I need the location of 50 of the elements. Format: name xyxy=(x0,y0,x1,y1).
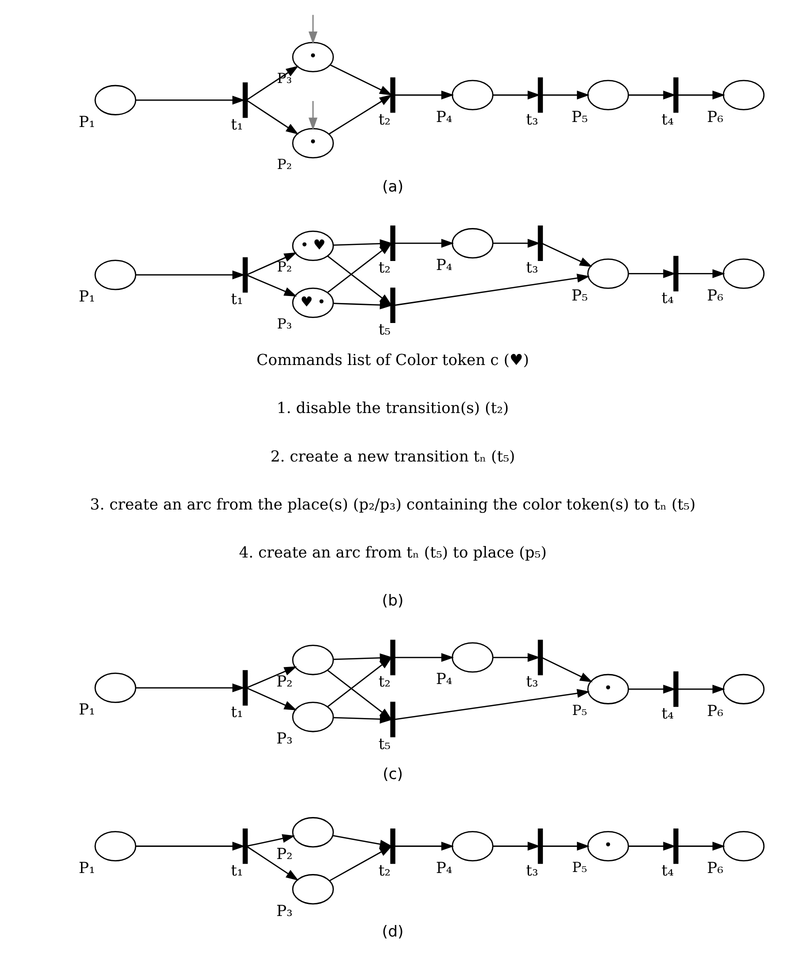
node-label: P₅ xyxy=(572,702,587,719)
node-label: P₁ xyxy=(78,700,95,719)
label: 3. create an arc from the place(s) (p₂/p₃) containing the color token(s) to tₙ (t₅) xyxy=(90,495,696,514)
label: (c) xyxy=(382,765,402,784)
node-label: t₁ xyxy=(230,290,243,308)
node-label: P₆ xyxy=(706,108,723,126)
node-label: t₄ xyxy=(661,110,674,128)
node-label: P₁ xyxy=(78,288,95,306)
node-label: P₂ xyxy=(276,156,292,173)
node-label: t₅ xyxy=(378,320,390,339)
label: (b) xyxy=(382,592,404,610)
node-label: t₁ xyxy=(230,703,243,722)
label: (d) xyxy=(382,922,404,940)
label: 1. disable the transition(s) (t₂) xyxy=(276,399,508,418)
node-label: P₄ xyxy=(435,108,452,126)
label: 4. create an arc from tₙ (t₅) to place (p₅) xyxy=(238,544,546,562)
node-label: t₂ xyxy=(378,672,390,691)
node-label: P₆ xyxy=(706,702,723,720)
node-label: t₃ xyxy=(526,258,538,277)
node-label: t₅ xyxy=(378,734,390,753)
node-label: t₂ xyxy=(378,110,390,128)
node-label: P₄ xyxy=(435,858,452,877)
node-label: t₃ xyxy=(526,672,538,691)
node-label: t₁ xyxy=(230,115,243,134)
node-label: P₄ xyxy=(435,670,452,688)
node-label: t₃ xyxy=(526,861,538,880)
node-label: P₂ xyxy=(276,844,292,863)
node-label: P₃ xyxy=(276,902,292,920)
label: Commands list of Color token c (♥) xyxy=(256,350,529,369)
node-label: t₂ xyxy=(378,861,390,880)
node-label: P₃ xyxy=(276,316,292,333)
node-label: P₆ xyxy=(706,858,723,877)
node-label: t₁ xyxy=(230,861,243,880)
node-label: P₅ xyxy=(570,108,588,126)
node-label: P₁ xyxy=(78,858,95,877)
node-label: P₂ xyxy=(276,260,292,276)
node-label: P₂ xyxy=(276,672,292,691)
node-label: P₁ xyxy=(78,112,95,131)
node-label: t₄ xyxy=(661,704,674,722)
node-label: P₅ xyxy=(572,860,587,876)
label: (a) xyxy=(382,177,403,196)
node-label: t₃ xyxy=(526,110,538,128)
node-label: P₃ xyxy=(276,730,292,748)
node-label: P₄ xyxy=(435,256,452,274)
node-label: P₆ xyxy=(706,286,723,304)
label: 2. create a new transition tₙ (t₅) xyxy=(270,447,515,466)
node-label: t₄ xyxy=(661,861,674,880)
node-label: P₅ xyxy=(570,286,588,304)
node-label: t₂ xyxy=(378,258,390,277)
node-label: t₄ xyxy=(661,288,674,307)
